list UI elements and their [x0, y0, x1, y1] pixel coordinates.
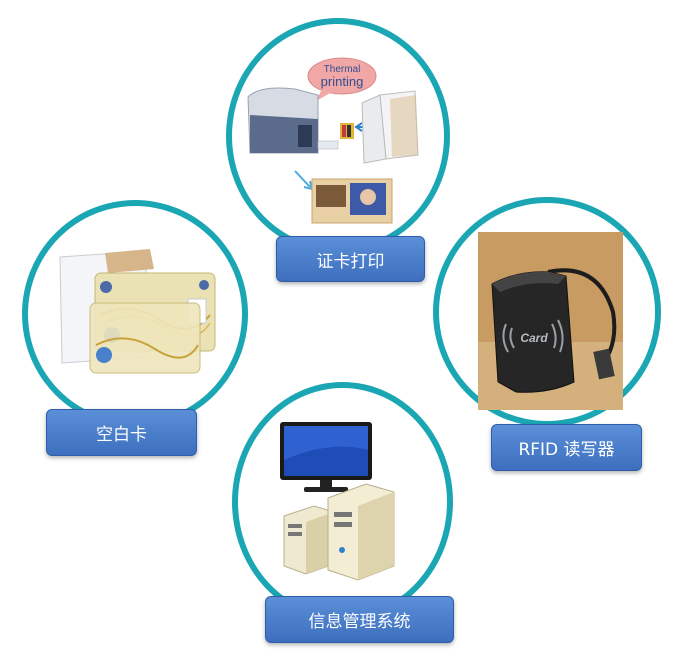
label-card-printing: 证卡打印	[276, 236, 425, 282]
bubble-text-line2: printing	[321, 74, 364, 89]
label-info-system: 信息管理系统	[265, 596, 454, 643]
thermal-bubble	[307, 57, 377, 95]
bubble-text-line1: Thermal	[324, 64, 361, 75]
usb-plug-icon	[593, 348, 615, 380]
label-rfid-reader: RFID 读写器	[491, 424, 642, 471]
device-card-text: Card	[520, 331, 548, 345]
blank-card-illustration	[59, 249, 216, 374]
printer-illustration: Thermal printing	[247, 57, 419, 224]
label-blank-card: 空白卡	[46, 409, 197, 456]
rfid-reader-illustration: Card	[478, 232, 623, 410]
computer-illustration	[280, 422, 395, 581]
